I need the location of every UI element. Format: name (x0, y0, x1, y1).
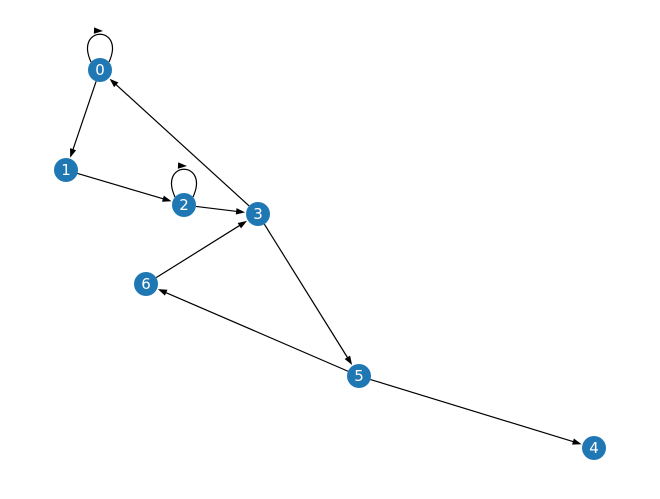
edge-2-to-3 (195, 205, 246, 215)
edges-layer (70, 27, 582, 445)
edge-2-to-2-loop (171, 168, 197, 198)
edge-3-to-5-arrowhead (344, 355, 353, 365)
node-0: 0 (88, 58, 112, 82)
edge-3-to-0-arrowhead (109, 78, 119, 88)
edge-0-to-1-arrowhead (70, 148, 77, 158)
edge-0-to-1-line (71, 81, 97, 153)
edge-0-to-0 (87, 27, 113, 63)
edge-2-to-3-line (195, 205, 240, 213)
edge-1-to-2-line (77, 172, 166, 201)
node-5: 5 (347, 364, 371, 388)
node-1-circle (54, 158, 78, 182)
edge-2-to-2 (171, 162, 197, 198)
edge-5-to-6-line (163, 290, 349, 372)
edge-5-to-6-arrowhead (157, 289, 168, 296)
node-3-circle (246, 202, 270, 226)
edge-3-to-0-line (113, 82, 250, 207)
edge-5-to-4-line (370, 378, 577, 444)
edge-3-to-5-line (263, 223, 350, 361)
nodes-layer: 0 1 2 3 4 5 6 (54, 58, 606, 460)
node-5-label: 5 (354, 367, 364, 385)
edge-5-to-6 (157, 289, 349, 372)
edge-0-to-0-arrowhead (93, 27, 103, 34)
edge-2-to-2-arrowhead (177, 162, 187, 169)
node-3: 3 (246, 202, 270, 226)
node-4-circle (582, 436, 606, 460)
node-4: 4 (582, 436, 606, 460)
edge-6-to-3-line (155, 223, 243, 279)
node-1-label: 1 (61, 161, 71, 179)
edge-5-to-4 (370, 378, 582, 445)
node-5-circle (347, 364, 371, 388)
node-6-circle (134, 272, 158, 296)
node-0-label: 0 (95, 61, 105, 79)
edge-5-to-4-arrowhead (572, 438, 582, 445)
edge-1-to-2-arrowhead (161, 195, 172, 202)
node-2-label: 2 (179, 196, 189, 214)
node-2-circle (172, 193, 196, 217)
edge-0-to-1 (70, 81, 97, 158)
edge-6-to-3-arrowhead (237, 220, 247, 229)
edge-1-to-2 (77, 172, 172, 202)
edge-3-to-0 (109, 78, 250, 207)
node-3-label: 3 (253, 205, 263, 223)
edge-2-to-3-arrowhead (235, 208, 246, 215)
node-0-circle (88, 58, 112, 82)
node-2: 2 (172, 193, 196, 217)
node-6: 6 (134, 272, 158, 296)
edge-6-to-3 (155, 220, 247, 279)
node-1: 1 (54, 158, 78, 182)
edge-0-to-0-loop (87, 33, 113, 63)
edge-3-to-5 (263, 223, 353, 365)
node-4-label: 4 (589, 439, 599, 457)
node-6-label: 6 (141, 275, 151, 293)
